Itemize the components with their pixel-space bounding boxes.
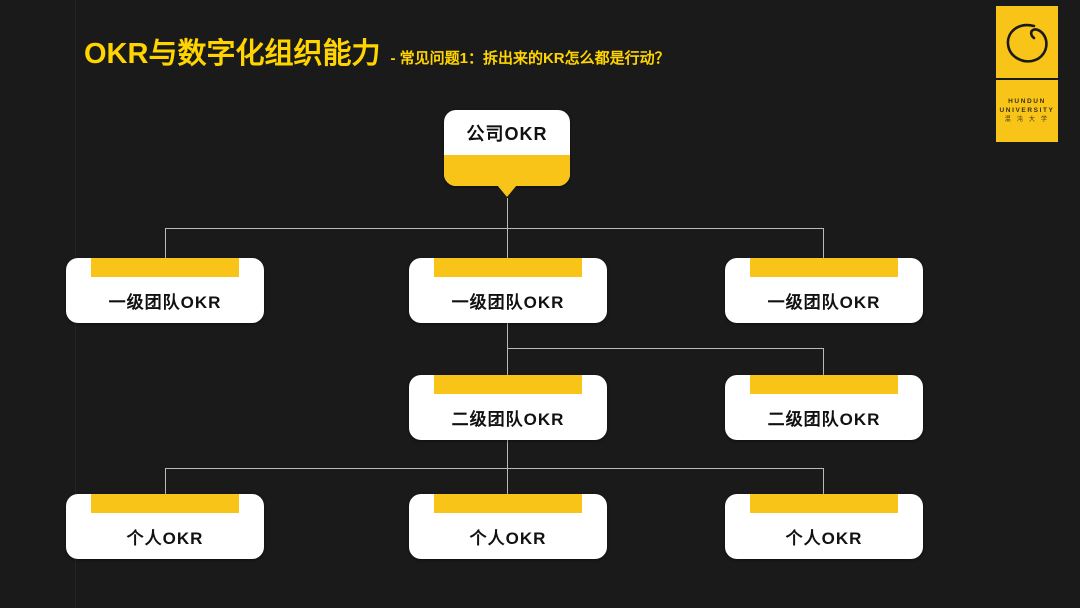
- connector-root-down: [507, 198, 508, 228]
- enso-circle-icon: [996, 6, 1058, 78]
- node-accent-bar: [434, 494, 582, 513]
- brand-name-cn: 混 沌 大 学: [1004, 117, 1050, 123]
- node-company-okr[interactable]: 公司OKR: [444, 110, 570, 197]
- node-label: 一级团队OKR: [767, 292, 881, 312]
- connector-level3-right-drop: [823, 468, 824, 495]
- connector-level1-center-down: [507, 323, 508, 348]
- slide-header: OKR与数字化组织能力 - 常见问题1：拆出来的KR怎么都是行动？: [84, 40, 670, 69]
- node-accent-bar: [434, 258, 582, 277]
- node-label: 一级团队OKR: [108, 292, 222, 312]
- connector-level3-bus: [165, 468, 824, 469]
- connector-level2-center-drop: [507, 348, 508, 375]
- brand-wordmark: HUNDUN UNIVERSITY 混 沌 大 学: [996, 80, 1058, 142]
- node-label: 二级团队OKR: [767, 409, 881, 429]
- node-company-okr-label: 公司OKR: [466, 123, 548, 144]
- node-personal-okr-center[interactable]: 个人OKR: [409, 494, 607, 559]
- node-accent-bar: [434, 375, 582, 394]
- node-accent-bar: [750, 494, 898, 513]
- node-company-okr-accent-bar: [444, 155, 570, 186]
- node-team-level2-center[interactable]: 二级团队OKR: [409, 375, 607, 440]
- node-label: 一级团队OKR: [451, 292, 565, 312]
- node-team-level2-right[interactable]: 二级团队OKR: [725, 375, 923, 440]
- node-label: 个人OKR: [126, 528, 204, 548]
- node-label: 个人OKR: [785, 528, 863, 548]
- page-subtitle: - 常见问题1：拆出来的KR怎么都是行动？: [390, 50, 670, 67]
- brand-name-en-1: HUNDUN: [1008, 98, 1046, 105]
- connector-level1-left-drop: [165, 228, 166, 259]
- node-team-level1-center[interactable]: 一级团队OKR: [409, 258, 607, 323]
- node-accent-bar: [91, 494, 239, 513]
- connector-level1-right-drop: [823, 228, 824, 259]
- connector-level2-right-drop: [823, 348, 824, 375]
- node-label: 个人OKR: [469, 528, 547, 548]
- brand-name-en-2: UNIVERSITY: [999, 106, 1055, 114]
- node-label: 二级团队OKR: [451, 409, 565, 429]
- node-personal-okr-left[interactable]: 个人OKR: [66, 494, 264, 559]
- node-personal-okr-right[interactable]: 个人OKR: [725, 494, 923, 559]
- node-team-level1-left[interactable]: 一级团队OKR: [66, 258, 264, 323]
- brand-logo: HUNDUN UNIVERSITY 混 沌 大 学: [996, 6, 1058, 142]
- connector-level2-center-down: [507, 439, 508, 468]
- node-accent-bar: [91, 258, 239, 277]
- node-accent-bar: [750, 258, 898, 277]
- connector-level3-center-drop: [507, 468, 508, 495]
- node-accent-bar: [750, 375, 898, 394]
- connector-level2-bus: [507, 348, 824, 349]
- connector-level3-left-drop: [165, 468, 166, 495]
- page-title: OKR与数字化组织能力: [84, 38, 381, 70]
- node-company-okr-pointer: [497, 185, 517, 197]
- connector-level1-bus: [165, 228, 824, 229]
- node-team-level1-right[interactable]: 一级团队OKR: [725, 258, 923, 323]
- connector-level1-center-drop: [507, 228, 508, 259]
